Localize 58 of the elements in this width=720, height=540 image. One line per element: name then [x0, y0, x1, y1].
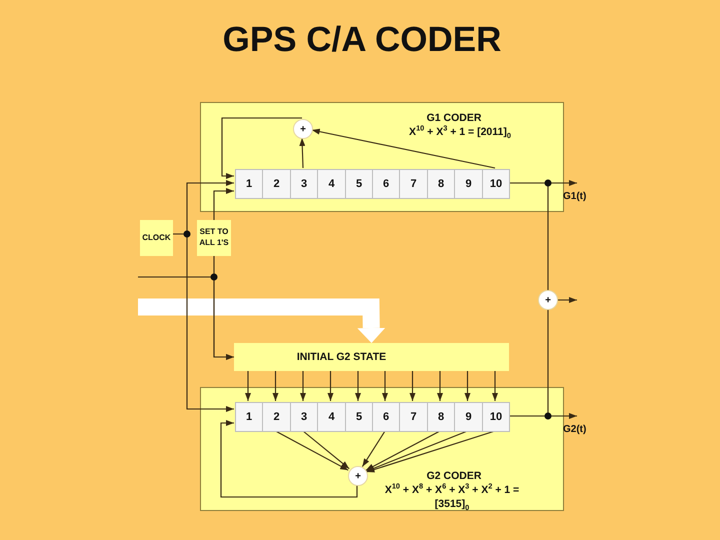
- arrow: [300, 371, 306, 401]
- coder-panel: [200, 387, 564, 511]
- panel-title: G2 CODER: [426, 469, 482, 483]
- arrow: [382, 371, 388, 401]
- initial-state-block: INITIAL G2 STATE: [234, 343, 509, 371]
- arrow: [410, 371, 416, 401]
- coder-panel: [200, 102, 564, 212]
- register-cell: 2: [262, 169, 291, 199]
- register-cell: 3: [290, 169, 318, 199]
- register-cell: 5: [345, 402, 373, 432]
- arrow: [355, 371, 361, 401]
- arrow: [366, 430, 468, 472]
- register-cell: 10: [482, 169, 510, 199]
- arrow: [138, 276, 234, 360]
- register-cell: 10: [482, 402, 510, 432]
- register-cell: 6: [372, 169, 400, 199]
- polynomial-label: X$^{10}$ + X$^{3}$ + 1 = [2011]$_{0}$: [409, 125, 511, 139]
- register-cell: 9: [454, 402, 483, 432]
- reset-block: SET TO ALL 1'S: [197, 220, 231, 256]
- arrow: [437, 371, 443, 401]
- panel-title: G1 CODER: [426, 111, 482, 125]
- register-cell: 6: [372, 402, 400, 432]
- register-cell: 5: [345, 169, 373, 199]
- register-cell: 4: [317, 402, 346, 432]
- arrow: [272, 371, 278, 401]
- polynomial-label: X$^{10}$ + X$^{8}$ + X$^{6}$ + X$^{3}$ + X$^{2}$ + 1 = [3515]$_{0}$: [384, 483, 520, 511]
- adder-circle: +: [538, 290, 558, 310]
- register-cell: 4: [317, 169, 346, 199]
- arrow: [299, 138, 306, 168]
- register-cell: 7: [399, 402, 428, 432]
- arrow: [328, 371, 334, 401]
- arrow: [245, 371, 251, 401]
- adder-circle: +: [293, 119, 313, 139]
- arrow: [366, 430, 496, 474]
- register-cell: 1: [235, 169, 263, 199]
- arrow: [302, 430, 350, 470]
- edge-label: G2(t): [563, 424, 586, 435]
- arrow: [312, 128, 496, 169]
- arrow: [558, 297, 577, 303]
- register-cell: 9: [454, 169, 483, 199]
- arrow: [220, 420, 358, 498]
- title: GPS C/A CODER: [222, 20, 502, 60]
- register-cell: 2: [262, 402, 291, 432]
- adder-circle: +: [348, 466, 368, 486]
- register-cell: 3: [290, 402, 318, 432]
- arrow: [221, 117, 302, 179]
- arrow: [366, 430, 440, 471]
- arrow: [275, 430, 348, 471]
- register-cell: 8: [427, 402, 455, 432]
- arrow: [492, 371, 498, 401]
- clock-block: CLOCK: [140, 220, 173, 256]
- register-cell: 1: [235, 402, 263, 432]
- register-cell: 8: [427, 169, 455, 199]
- edge-label: G1(t): [563, 191, 586, 202]
- register-cell: 7: [399, 169, 428, 199]
- arrow: [362, 430, 386, 467]
- arrow: [464, 371, 470, 401]
- arrow: [213, 188, 234, 220]
